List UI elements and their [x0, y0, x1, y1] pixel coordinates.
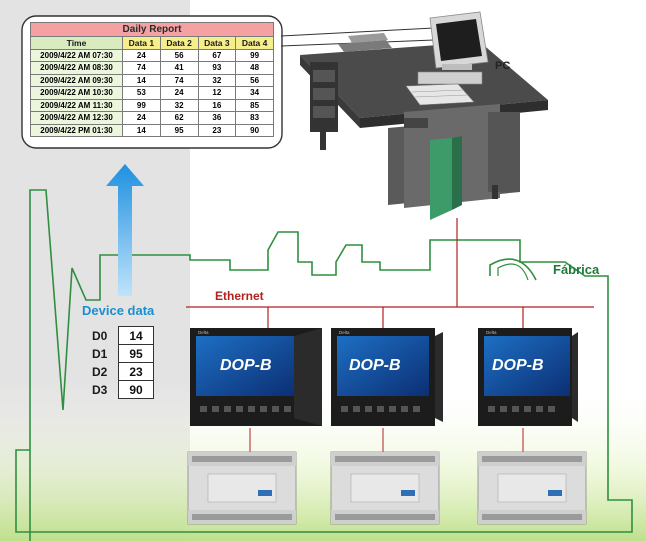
data-cell: 14	[122, 123, 161, 137]
hmi-logo-text: Delta	[198, 330, 209, 335]
register-name: D2	[92, 364, 108, 379]
hmi-brand-text: DOP-B	[492, 357, 544, 374]
register-row: D0 14	[92, 326, 154, 345]
data-cell: 99	[122, 98, 161, 112]
daily-report-table: Daily Report Time Data 1 Data 2 Data 3 D…	[30, 22, 274, 137]
time-cell: 2009/4/22 AM 08:30	[30, 61, 123, 75]
data-cell: 67	[197, 48, 237, 62]
factory-pipe	[489, 258, 537, 281]
plc-unit	[187, 451, 297, 525]
data-cell: 36	[197, 111, 237, 125]
data-cell: 23	[197, 123, 237, 137]
data-cell: 32	[197, 73, 237, 87]
pc-label: PC	[495, 60, 511, 72]
register-name: D1	[92, 346, 108, 361]
data-cell: 62	[159, 111, 199, 125]
data-cell: 74	[122, 61, 161, 75]
hmi-logo-text: Delta	[339, 330, 350, 335]
time-cell: 2009/4/22 AM 10:30	[30, 86, 123, 100]
hmi-logo-text: Delta	[486, 330, 497, 335]
data-cell: 53	[122, 86, 161, 100]
data-cell: 56	[159, 48, 199, 62]
hmi-brand-text: DOP-B	[349, 357, 401, 374]
column-header: Time	[30, 36, 123, 50]
register-value: 23	[118, 362, 154, 381]
register-value: 95	[118, 344, 154, 363]
data-cell: 24	[159, 86, 199, 100]
data-cell: 90	[235, 123, 274, 137]
column-header: Data 1	[122, 36, 161, 50]
plc-unit	[330, 451, 440, 525]
data-cell: 24	[122, 111, 161, 125]
upload-arrow	[106, 164, 144, 296]
hmi-panel: DOP-B Delta	[331, 328, 443, 426]
data-cell: 95	[159, 123, 199, 137]
time-cell: 2009/4/22 AM 11:30	[30, 98, 123, 112]
time-cell: 2009/4/22 AM 07:30	[30, 48, 123, 62]
factory-outline	[15, 189, 633, 541]
data-cell: 34	[235, 86, 274, 100]
report-title: Daily Report	[30, 22, 274, 37]
hmi-brand-text: DOP-B	[220, 357, 272, 374]
column-header: Data 3	[197, 36, 237, 50]
register-name: D0	[92, 328, 108, 343]
time-cell: 2009/4/22 AM 12:30	[30, 111, 123, 125]
data-cell: 24	[122, 48, 161, 62]
data-cell: 41	[159, 61, 199, 75]
register-row: D3 90	[92, 380, 154, 399]
device-data-label: Device data	[82, 303, 155, 318]
column-header: Data 2	[159, 36, 199, 50]
data-cell: 74	[159, 73, 199, 87]
register-value: 14	[118, 326, 154, 345]
hmi-panel: DOP-B Delta	[478, 328, 578, 426]
data-cell: 99	[235, 48, 274, 62]
data-cell: 48	[235, 61, 274, 75]
hmi-panel: DOP-B Delta	[190, 328, 322, 426]
data-cell: 16	[197, 98, 237, 112]
data-cell: 85	[235, 98, 274, 112]
data-cell: 14	[122, 73, 161, 87]
time-cell: 2009/4/22 PM 01:30	[30, 123, 123, 137]
factory-label: Fábrica	[553, 262, 600, 277]
register-row: D2 23	[92, 362, 154, 381]
data-cell: 12	[197, 86, 237, 100]
plc-unit	[477, 451, 587, 525]
register-row: D1 95	[92, 344, 154, 363]
time-cell: 2009/4/22 AM 09:30	[30, 73, 123, 87]
column-header: Data 4	[235, 36, 274, 50]
register-name: D3	[92, 382, 108, 397]
data-cell: 83	[235, 111, 274, 125]
data-cell: 93	[197, 61, 237, 75]
data-cell: 32	[159, 98, 199, 112]
data-cell: 56	[235, 73, 274, 87]
register-value: 90	[118, 380, 154, 399]
ethernet-label: Ethernet	[215, 289, 264, 303]
pc-workstation	[300, 11, 548, 220]
